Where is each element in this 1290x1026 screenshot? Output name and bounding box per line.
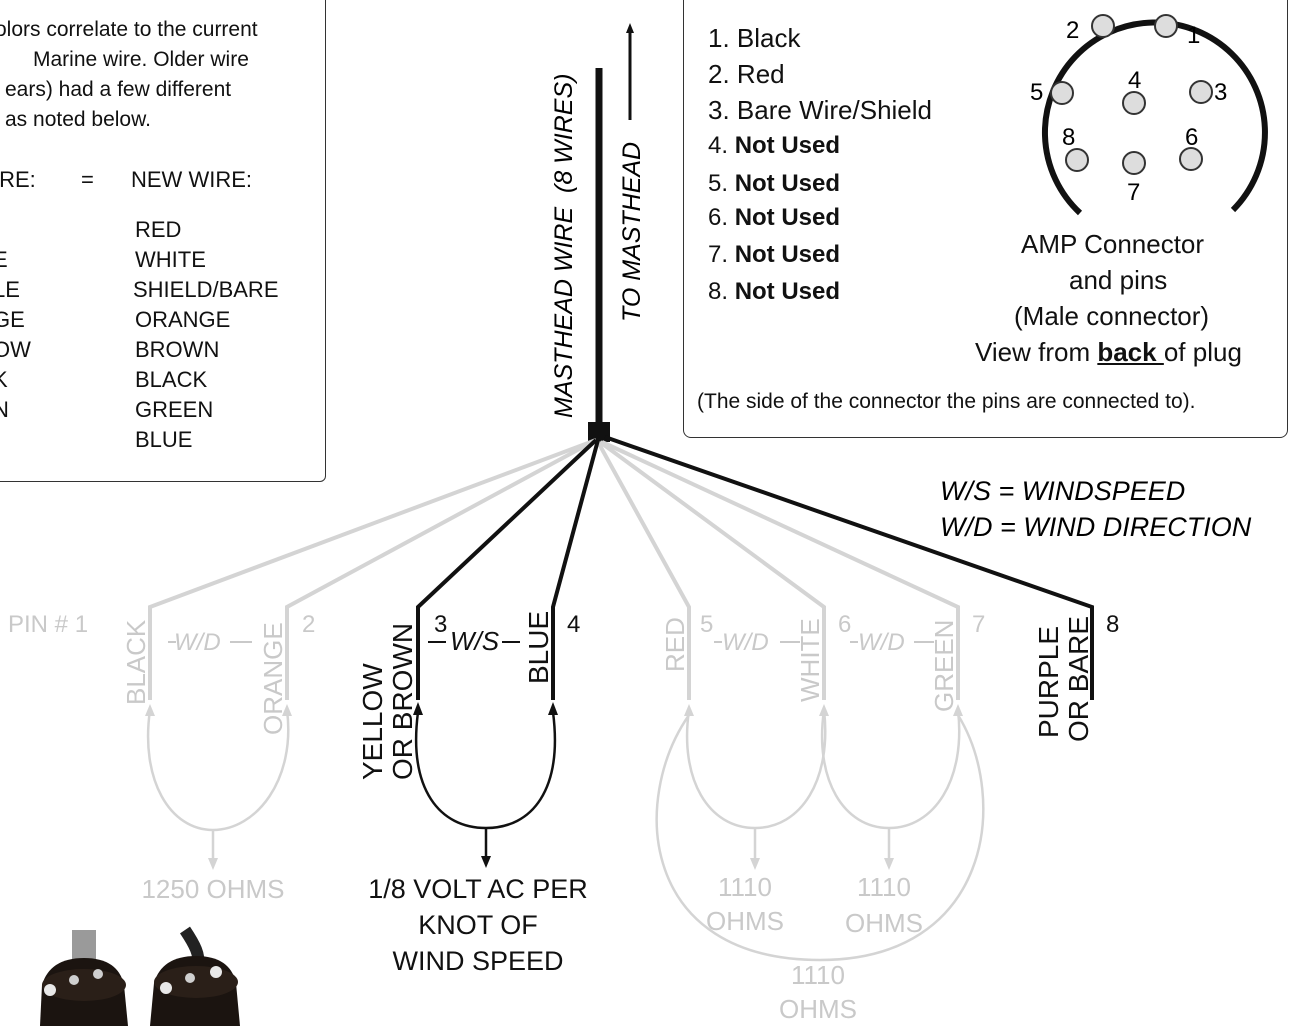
reading-ohms: OHMS <box>779 994 857 1024</box>
pin-4-number: 4 <box>567 611 580 638</box>
new-wire-color: BLUE <box>135 427 193 452</box>
old-wire-color: K <box>0 367 8 392</box>
new-wire-color: ORANGE <box>135 307 231 332</box>
new-wire-color: SHIELD/BARE <box>133 277 279 302</box>
connector-pin-number: 8 <box>1062 124 1075 151</box>
reading-ohms: OHMS <box>706 906 784 936</box>
wire-label-black: BLACK <box>121 619 151 705</box>
inactive-measure-curves <box>146 709 985 962</box>
connector-pinout-box: 1. Black 2. Red 3. Bare Wire/Shield 4. N… <box>683 0 1288 438</box>
connector-photo <box>40 926 240 1026</box>
pin-3-number: 3 <box>434 611 447 638</box>
legend-note-line: olors correlate to the current <box>0 18 258 41</box>
new-wire-color: WHITE <box>135 247 206 272</box>
wd-abbreviation: W/D = WIND DIRECTION <box>940 512 1252 542</box>
inactive-wire-labels: PIN # 1 BLACK W/D 2 ORANGE 5 RED W/D 6 W… <box>8 611 985 735</box>
wire-label-purple: PURPLE <box>1033 626 1064 738</box>
connector-pin-number: 1 <box>1187 22 1200 49</box>
junction-block <box>588 422 610 442</box>
new-wire-color: BROWN <box>135 337 220 362</box>
inactive-readings: 1250 OHMS 1110 OHMS 1110 OHMS 1110 OHMS <box>141 872 923 1024</box>
connector-pin-number: 5 <box>1030 79 1043 106</box>
reading-1110: 1110 <box>791 960 845 990</box>
reading-1250-ohms: 1250 OHMS <box>141 874 284 904</box>
old-wire-color: E <box>0 247 8 272</box>
wire-label-blue: BLUE <box>523 611 554 684</box>
view-from-back-caption: View from back of plug <box>975 337 1242 367</box>
pin-row: 3. Bare Wire/Shield <box>708 95 932 125</box>
connector-footnote: (The side of the connector the pins are … <box>697 390 1196 413</box>
old-wire-color: OW <box>0 337 31 362</box>
pin-7-number: 7 <box>972 611 985 638</box>
new-wire-color: RED <box>135 217 182 242</box>
pin-2-number: 2 <box>302 611 315 638</box>
ws-reading: 1/8 VOLT AC PER KNOT OF WIND SPEED <box>368 874 588 976</box>
pin-8-number: 8 <box>1106 611 1119 638</box>
ws-measure-curve <box>414 711 557 860</box>
wire-label-or-brown: OR BROWN <box>387 623 418 780</box>
wire-label-white: WHITE <box>795 618 825 702</box>
connector-pin-number: 3 <box>1214 79 1227 106</box>
inactive-wires <box>148 438 960 700</box>
new-wire-color: GREEN <box>135 397 214 422</box>
connector-caption: (Male connector) <box>1014 301 1210 331</box>
ws-reading-line: 1/8 VOLT AC PER <box>368 874 588 904</box>
pin-5-number: 5 <box>700 611 713 638</box>
old-wire-color: GE <box>0 307 25 332</box>
legend-note-line: Marine wire. Older wire <box>33 48 249 71</box>
connector-pin-number: 6 <box>1185 124 1198 151</box>
connector-pin-number: 4 <box>1128 67 1141 94</box>
reading-1110: 1110 <box>857 872 911 902</box>
ws-abbreviation: W/S = WINDSPEED <box>940 476 1185 506</box>
connector-pin-number: 7 <box>1127 179 1140 206</box>
old-wire-color: LE <box>0 277 20 302</box>
ws-reading-line: KNOT OF <box>418 910 538 940</box>
pin-row: 8. Not Used <box>708 278 841 305</box>
connector-pin-number: 2 <box>1066 17 1079 44</box>
pin-1-prefix: PIN # 1 <box>8 611 88 638</box>
pin-row: 7. Not Used <box>708 241 841 268</box>
pin-6-number: 6 <box>838 611 851 638</box>
ws-marker: W/S <box>450 626 500 656</box>
reading-ohms: OHMS <box>845 908 923 938</box>
wd-marker: W/D <box>722 629 769 656</box>
legend-note-line: ears) had a few different <box>5 78 232 101</box>
ws-reading-line: WIND SPEED <box>392 946 563 976</box>
wire-label-or-bare: OR BARE <box>1063 616 1094 742</box>
amp-connector-icon: 1 2 3 4 5 6 7 8 <box>1030 14 1268 216</box>
new-wire-color: BLACK <box>135 367 208 392</box>
pin-row: 5. Not Used <box>708 170 841 197</box>
connector-caption: AMP Connector <box>1021 229 1205 259</box>
wd-marker: W/D <box>858 629 905 656</box>
active-wires <box>416 435 1094 700</box>
old-wire-header: IRE: <box>0 167 36 192</box>
pin-row: 6. Not Used <box>708 204 841 231</box>
wire-color-legend: olors correlate to the current Marine wi… <box>0 0 326 482</box>
pin-row: 1. Black <box>708 23 801 53</box>
masthead-wire-label: MASTHEAD WIRE (8 WIRES) <box>550 74 578 418</box>
to-masthead-label: TO MASTHEAD <box>618 142 646 322</box>
wire-label-yellow: YELLOW <box>357 663 388 780</box>
ws-measure-arrowheads <box>413 702 558 868</box>
old-wire-color: N <box>0 397 9 422</box>
legend-note-line: as noted below. <box>5 108 151 131</box>
equals-sign: = <box>81 167 94 192</box>
wire-label-red: RED <box>660 617 690 672</box>
pin-row: 2. Red <box>708 59 785 89</box>
reading-1110: 1110 <box>718 872 772 902</box>
wd-marker: W/D <box>174 629 221 656</box>
connector-caption: and pins <box>1069 265 1168 295</box>
pin-row: 4. Not Used <box>708 132 841 159</box>
wire-label-green: GREEN <box>929 620 959 712</box>
wire-label-orange: ORANGE <box>258 622 288 735</box>
inactive-measure-arrowheads <box>145 704 963 870</box>
new-wire-header: NEW WIRE: <box>131 167 252 192</box>
active-wire-labels: 3 YELLOW OR BROWN W/S 4 BLUE 8 PURPLE OR… <box>357 611 1119 780</box>
